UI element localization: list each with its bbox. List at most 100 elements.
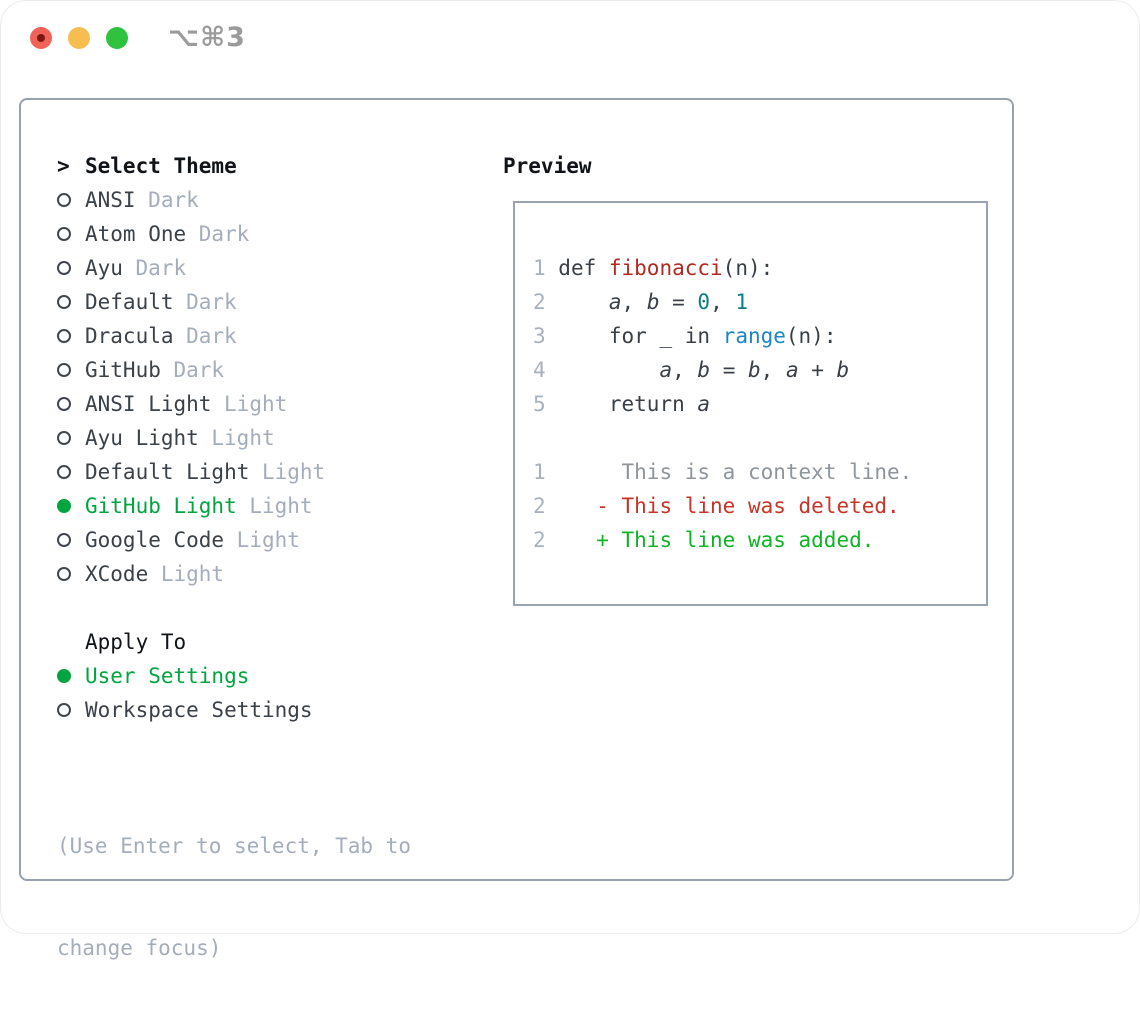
hint-text: (Use Enter to select, Tab to change focu… — [57, 761, 411, 1033]
code-segment: b — [748, 358, 761, 382]
theme-option[interactable]: Ayu Dark — [57, 251, 411, 285]
theme-variant: Dark — [135, 256, 187, 280]
code-segment: 0 — [697, 290, 711, 314]
line-number: 2 — [533, 528, 546, 552]
code-segment: b — [697, 358, 711, 382]
theme-variant: Light — [236, 528, 300, 552]
selection-caret-icon: > — [57, 154, 70, 178]
code-segment: b — [836, 358, 850, 382]
theme-option[interactable]: GitHub Dark — [57, 353, 411, 387]
hint-line-1: (Use Enter to select, Tab to — [57, 834, 412, 858]
close-dot-icon — [37, 34, 45, 42]
theme-name: Ayu Light — [85, 426, 199, 450]
theme-variant: Light — [261, 460, 326, 484]
theme-name: XCode — [85, 562, 149, 586]
theme-name: Default Light — [85, 460, 250, 484]
apply-to-option[interactable]: User Settings — [57, 659, 411, 693]
code-segment — [546, 358, 660, 382]
code-segment: = — [659, 290, 698, 314]
theme-name: Dracula — [85, 324, 174, 348]
code-segment: for _ in — [545, 324, 723, 348]
theme-option[interactable]: Dracula Dark — [57, 319, 411, 353]
apply-to-label: Apply To — [85, 630, 187, 654]
theme-name: ANSI Light — [85, 392, 212, 416]
code-segment: , — [760, 358, 786, 382]
theme-name: Ayu — [85, 256, 123, 280]
code-segment: , — [621, 290, 647, 314]
radio-marker-col — [57, 329, 85, 343]
close-button[interactable] — [30, 27, 52, 49]
hint-line-2: change focus) — [57, 936, 222, 960]
left-column: > Select Theme ANSI Dark Atom One Dark A… — [57, 149, 411, 1033]
theme-option[interactable]: Default Light Light — [57, 455, 411, 489]
code-segment: (n): — [785, 324, 837, 348]
theme-option[interactable]: Atom One Dark — [57, 217, 411, 251]
radio-icon — [57, 703, 71, 717]
code-segment: 1 — [735, 290, 749, 314]
radio-marker-col — [57, 703, 85, 717]
code-line: 2 + This line was added. — [533, 523, 912, 557]
theme-option[interactable]: ANSI Dark — [57, 183, 411, 217]
theme-option[interactable]: Google Code Light — [57, 523, 411, 557]
theme-variant: Light — [224, 392, 288, 416]
minimize-button[interactable] — [68, 27, 90, 49]
apply-to-option-label: User Settings — [85, 664, 250, 688]
spacer — [57, 727, 411, 761]
select-theme-label: Select Theme — [85, 154, 237, 178]
theme-option[interactable]: XCode Light — [57, 557, 411, 591]
code-segment: , — [672, 358, 698, 382]
theme-variant: Dark — [186, 324, 237, 348]
radio-icon — [57, 431, 71, 445]
radio-icon — [57, 397, 71, 411]
theme-variant: Light — [160, 562, 225, 586]
radio-icon — [57, 193, 71, 207]
app-window: ⌥⌘3 > Select Theme ANSI Dark Atom One Da… — [0, 0, 1140, 960]
theme-variant: Dark — [173, 358, 225, 382]
code-segment: This is a context line. — [545, 460, 913, 484]
line-number: 2 — [533, 290, 546, 314]
theme-name: Atom One — [85, 222, 187, 246]
radio-icon — [57, 499, 71, 513]
radio-icon — [57, 227, 71, 241]
code-line: 2 a, b = 0, 1 — [533, 285, 912, 319]
code-segment — [546, 290, 609, 314]
theme-name: GitHub Light — [85, 494, 237, 518]
radio-icon — [57, 567, 71, 581]
theme-name: Google Code — [85, 528, 225, 552]
theme-option[interactable]: Default Dark — [57, 285, 411, 319]
code-line: 1 This is a context line. — [533, 455, 912, 489]
radio-marker-col — [57, 669, 85, 683]
radio-marker-col — [57, 431, 85, 445]
line-number: 1 — [533, 460, 546, 484]
theme-variant: Light — [249, 494, 313, 518]
radio-marker-col — [57, 227, 85, 241]
title-bar: ⌥⌘3 — [1, 1, 1139, 75]
code-segment: + — [798, 358, 837, 382]
code-segment: def — [545, 256, 609, 280]
window-title: ⌥⌘3 — [168, 22, 246, 53]
select-theme-header: > Select Theme — [57, 149, 411, 183]
code-line: 5 return a — [533, 387, 912, 421]
code-segment: a — [785, 358, 799, 382]
apply-to-option[interactable]: Workspace Settings — [57, 693, 411, 727]
radio-icon — [57, 295, 71, 309]
radio-marker-col — [57, 465, 85, 479]
theme-option[interactable]: Ayu Light Light — [57, 421, 411, 455]
code-segment: a — [608, 290, 622, 314]
radio-marker-col — [57, 567, 85, 581]
theme-name: GitHub — [85, 358, 161, 382]
code-segment: a — [697, 392, 711, 416]
code-line: 4 a, b = b, a + b — [533, 353, 912, 387]
code-line: 1 def fibonacci(n): — [533, 251, 912, 285]
zoom-button[interactable] — [106, 27, 128, 49]
code-segment: - This line was deleted. — [545, 494, 900, 518]
code-segment: range — [722, 324, 786, 348]
line-number: 5 — [533, 392, 546, 416]
code-line — [533, 421, 912, 455]
theme-option[interactable]: GitHub Light Light — [57, 489, 411, 523]
code-segment: fibonacci — [608, 256, 723, 280]
theme-option[interactable]: ANSI Light Light — [57, 387, 411, 421]
radio-marker-col — [57, 363, 85, 377]
code-segment: a — [659, 358, 673, 382]
